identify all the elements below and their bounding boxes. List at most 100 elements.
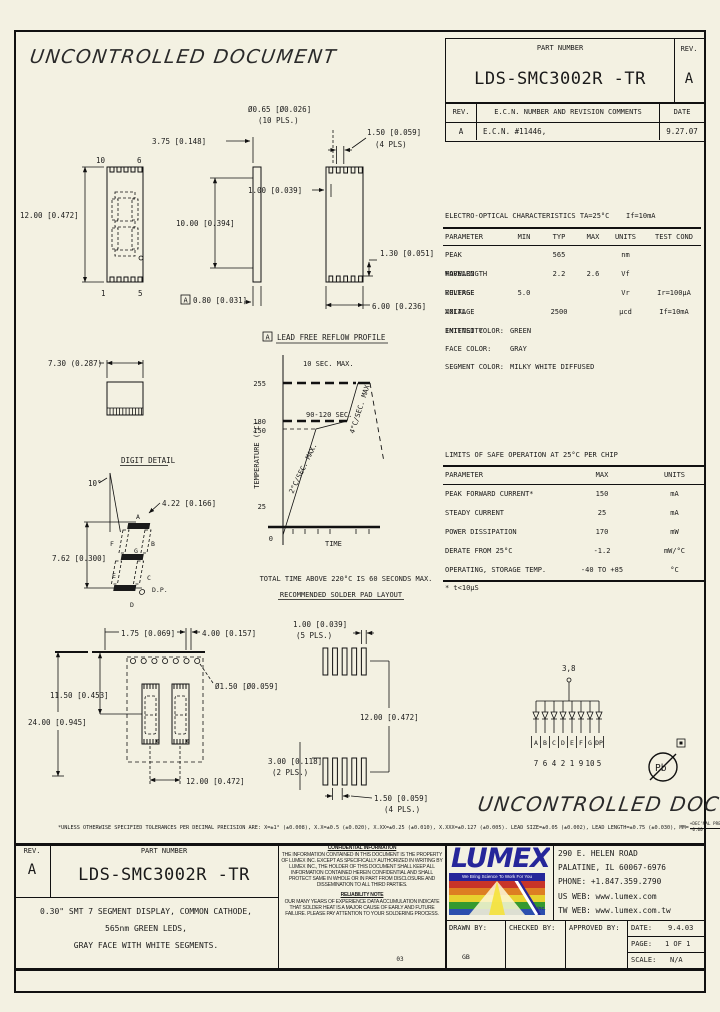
dim-pad-width-note: (5 PLS.) bbox=[296, 631, 332, 640]
pin-10-label: 10 bbox=[96, 156, 106, 165]
drawn-by-label: DRAWN BY: bbox=[449, 924, 487, 932]
ecn-comments-header: E.C.N. NUMBER AND REVISION COMMENTS bbox=[494, 108, 642, 116]
dim-pad-pitch2: 1.50 [0.059] bbox=[374, 794, 428, 803]
seg-dp: DP bbox=[595, 739, 603, 747]
segment-f-label: F bbox=[110, 540, 114, 548]
sheet-border bbox=[14, 30, 706, 993]
eo-table-title-cond: If=10mA bbox=[626, 212, 656, 220]
dim-digit-width: 4.22 [0.166] bbox=[162, 499, 216, 508]
total-time-note: TOTAL TIME ABOVE 220°C IS 60 SECONDS MAX… bbox=[260, 575, 433, 583]
ecn-date-value: 9.27.07 bbox=[666, 127, 698, 136]
scale-label: SCALE: bbox=[631, 956, 657, 964]
solder-pad-layout-drawing: 1.00 [0.039] (5 PLS.) 12.00 [0.472] 3.00… bbox=[268, 620, 428, 814]
segment-e-label: E bbox=[112, 572, 116, 580]
flag-a-chart: A bbox=[266, 334, 271, 342]
limits-table-title: LIMITS OF SAFE OPERATION AT 25°C PER CHI… bbox=[445, 451, 618, 459]
limits-header-units: UNITS bbox=[663, 470, 686, 479]
page-value: 1 OF 1 bbox=[665, 940, 691, 948]
package-top-view: 7.30 (0.287) bbox=[48, 359, 144, 416]
tolerance-mm-top: +DEC'MAL PRECISION bbox=[689, 822, 720, 829]
tb-part-number-value: LDS-SMC3002R -TR bbox=[78, 865, 250, 885]
common-pins-label: 3,8 bbox=[562, 664, 576, 673]
pin-a: 7 bbox=[534, 759, 539, 768]
segment-d-label: D bbox=[130, 601, 134, 609]
part-number-label: PART NUMBER bbox=[536, 44, 584, 52]
ytick-25: 25 bbox=[258, 503, 266, 511]
flag-a-side: A bbox=[184, 297, 189, 305]
description-line-1: 0.30" SMT 7 SEGMENT DISPLAY, COMMON CATH… bbox=[40, 907, 252, 916]
description-line-2: 565nm GREEN LEDS, bbox=[105, 924, 187, 933]
tape-carrier-drawing: 1.75 [0.069] 4.00 [0.157] Ø1.50 [Ø0.059]… bbox=[28, 628, 278, 786]
part-description: 0.30" SMT 7 SEGMENT DISPLAY, COMMON CATH… bbox=[14, 903, 278, 954]
phone-line: PHONE: +1.847.359.2790 bbox=[558, 877, 662, 887]
segment-c-label: C bbox=[147, 574, 151, 582]
logo-wordmark: LUMEX bbox=[451, 846, 550, 874]
dim-pad-row-span: 12.00 [0.472] bbox=[360, 713, 419, 722]
logo-inc: inc. bbox=[537, 906, 546, 912]
pb-free-icon: Pb bbox=[648, 738, 686, 782]
watermark-bottom: UNCONTROLLED DOCUMENT bbox=[476, 792, 720, 816]
pin-e: 1 bbox=[570, 759, 575, 768]
side-view-drawing: 10.00 [0.394] 3.75 [0.148] A 0.80 [0.031… bbox=[152, 137, 262, 306]
scale-value: N/A bbox=[670, 956, 683, 964]
logo-rainbow-icon bbox=[449, 881, 545, 915]
dim-tape-width: 24.00 [0.945] bbox=[28, 718, 87, 727]
confidential-text: THE INFORMATION CONTAINED IN THIS DOCUME… bbox=[281, 852, 443, 888]
eo-header-units: UNITS bbox=[614, 232, 637, 241]
confidential-block: CONFIDENTIAL INFORMATION THE INFORMATION… bbox=[281, 845, 443, 917]
dim-tape-hole: Ø1.50 [Ø0.059] bbox=[215, 682, 278, 691]
pin-5-label: 5 bbox=[138, 289, 143, 298]
reflow-profile-chart: A LEAD FREE REFLOW PROFILE 10 SEC. MAX. … bbox=[253, 331, 433, 600]
segment-g-label: G bbox=[134, 547, 138, 555]
limits-header-parameter: PARAMETER bbox=[445, 470, 483, 479]
segment-a-label: A bbox=[136, 513, 140, 521]
tb-part-number-label: PART NUMBER bbox=[140, 847, 188, 855]
tw-web-line: TW WEB: www.lumex.com.tw bbox=[558, 905, 671, 915]
front-view-drawing: 10 6 1 5 12.00 [0.472] bbox=[20, 156, 144, 298]
tolerance-main: *UNLESS OTHERWISE SPECIFIED TOLERANCES P… bbox=[58, 825, 677, 832]
address-line-1: 290 E. HELEN ROAD bbox=[558, 849, 638, 858]
form-number: 03 bbox=[396, 956, 404, 963]
tolerance-mm-label: MM= bbox=[679, 825, 689, 832]
rev-value: A bbox=[684, 71, 694, 87]
ecn-comments-value: E.C.N. #11446, bbox=[483, 127, 547, 136]
description-line-3: GRAY FACE WITH WHITE SEGMENTS. bbox=[73, 941, 219, 950]
confidential-title: CONFIDENTIAL INFORMATION bbox=[327, 845, 397, 851]
dim-digit-height: 7.62 [0.300] bbox=[52, 554, 106, 563]
seg-a: A bbox=[534, 739, 538, 747]
tb-rev-label: REV. bbox=[23, 847, 41, 855]
tolerance-mm-bot: -0.00 bbox=[689, 827, 703, 833]
chart-ramp-up-note: 2°C/SEC. MAX. bbox=[288, 442, 319, 495]
logo-tagline: We Bring Science To Work For You bbox=[461, 874, 533, 879]
table-row: FACE COLOR:GRAY bbox=[445, 345, 527, 353]
eo-header-max: MAX bbox=[586, 232, 600, 241]
dim-body-width: 6.00 [0.236] bbox=[372, 302, 426, 311]
dim-tape-span: 12.00 [0.472] bbox=[186, 777, 245, 786]
dim-hole-note: (10 PLS.) bbox=[258, 116, 299, 125]
ytick-180: 180 bbox=[253, 418, 266, 426]
reliability-title: RELIABILITY NOTE bbox=[340, 892, 384, 898]
seg-g: G bbox=[588, 739, 592, 747]
dim-common-pad-note: (2 PLS.) bbox=[272, 768, 308, 777]
eo-header-min: MIN bbox=[517, 232, 531, 241]
pin-f: 9 bbox=[579, 759, 584, 768]
limits-header-max: MAX bbox=[595, 470, 609, 479]
seg-c: C bbox=[552, 739, 556, 747]
checked-by-label: CHECKED BY: bbox=[509, 924, 556, 932]
us-web-line: US WEB: www.lumex.com bbox=[558, 891, 657, 901]
x-axis-label: TIME bbox=[325, 540, 342, 548]
table-row: SEGMENT COLOR:MILKY WHITE DIFFUSED bbox=[445, 363, 595, 371]
pin-g: 10 bbox=[585, 759, 595, 768]
eo-table-title: ELECTRO-OPTICAL CHARACTERISTICS TA=25°C bbox=[445, 212, 610, 220]
approved-by-label: APPROVED BY: bbox=[569, 924, 620, 932]
date-label: DATE: bbox=[631, 924, 653, 932]
ecn-rev-value: A bbox=[458, 127, 464, 136]
revision-table: PART NUMBER LDS-SMC3002R -TR REV. A REV.… bbox=[445, 38, 706, 142]
